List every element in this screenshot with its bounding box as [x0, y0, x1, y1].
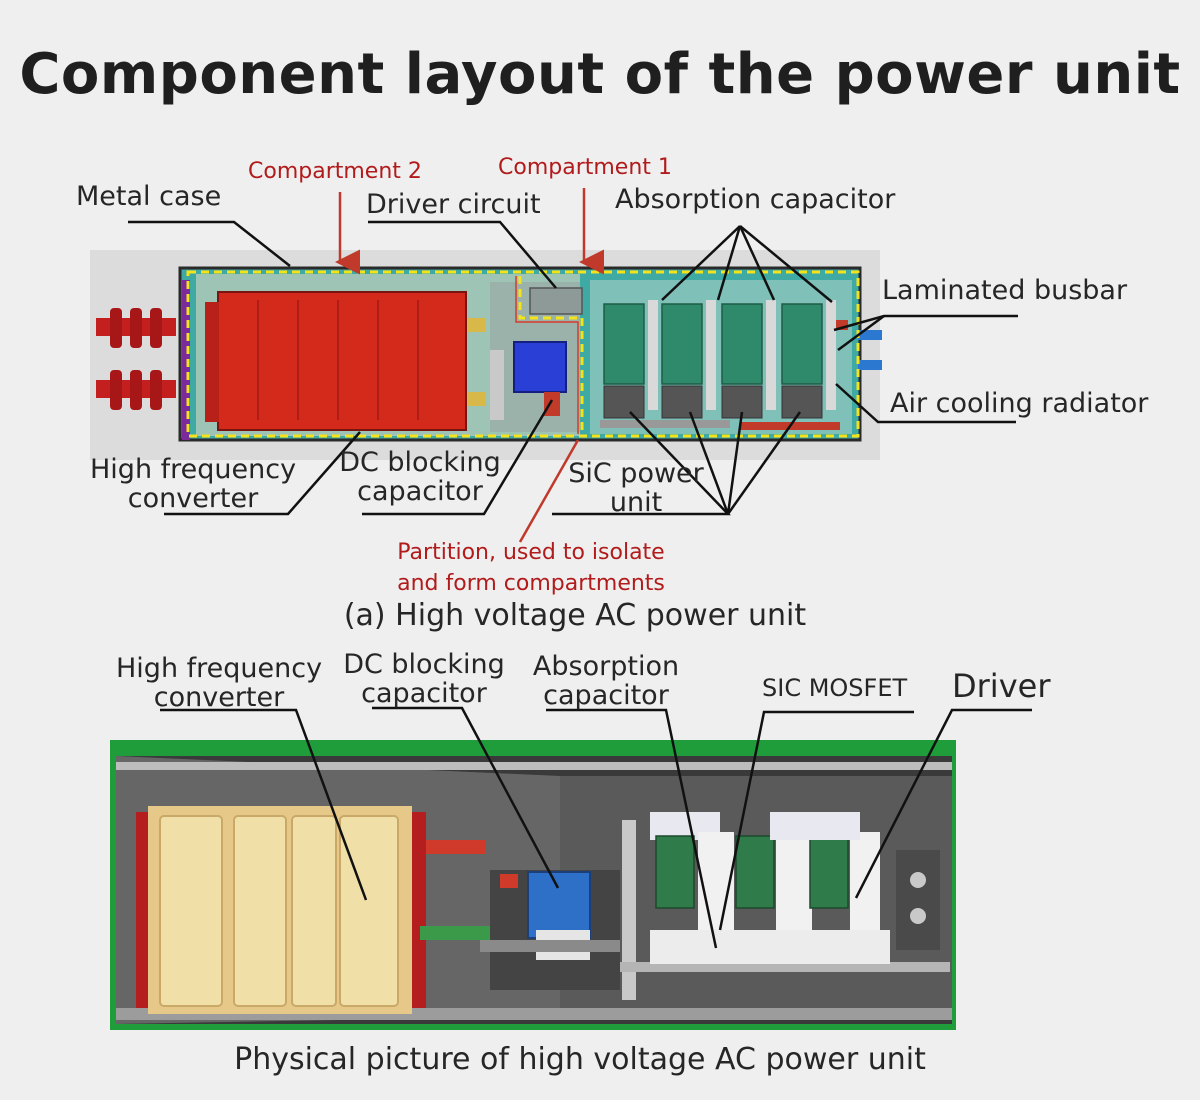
- label-partition: Partition, used to isolate and form comp…: [380, 537, 682, 599]
- leader-lines-b: [160, 706, 1032, 949]
- label-line: converter: [127, 483, 259, 514]
- photo-b: [110, 706, 1032, 1030]
- label-line: High frequency: [90, 454, 297, 485]
- diagram-a: [90, 188, 1018, 543]
- label-photo-high-frequency-converter: High frequency converter: [116, 654, 322, 712]
- label-photo-dc-blocking-capacitor: DC blocking capacitor: [342, 650, 506, 708]
- dc-blocking-capacitor-block: [513, 341, 567, 393]
- leader-lines-a: [128, 220, 1018, 516]
- label-compartment-2: Compartment 2: [248, 159, 422, 184]
- label-line: and form compartments: [397, 571, 665, 596]
- label-line: capacitor: [361, 678, 487, 709]
- label-line: High frequency: [116, 653, 323, 684]
- label-line: Partition, used to isolate: [397, 540, 665, 565]
- caption-a: (a) High voltage AC power unit: [343, 598, 807, 633]
- label-high-frequency-converter: High frequency converter: [90, 455, 296, 513]
- label-driver-circuit: Driver circuit: [366, 189, 541, 220]
- caption-b: Physical picture of high voltage AC powe…: [234, 1042, 926, 1077]
- photo-dc-capacitor: [527, 871, 591, 939]
- photo-sic-modules: [650, 812, 890, 964]
- right-connector: [858, 330, 882, 340]
- label-metal-case: Metal case: [76, 181, 222, 212]
- high-frequency-converter-block: [217, 291, 467, 431]
- label-laminated-busbar: Laminated busbar: [882, 275, 1128, 306]
- converter-side: [205, 302, 219, 422]
- partition-outline: [186, 270, 860, 438]
- red-arrows: [335, 188, 604, 543]
- label-line: converter: [153, 682, 285, 713]
- label-air-cooling-radiator: Air cooling radiator: [890, 388, 1149, 419]
- page-title: Component layout of the power unit: [19, 42, 1181, 107]
- label-photo-absorption-capacitor: Absorption capacitor: [528, 652, 684, 710]
- label-absorption-capacitor: Absorption capacitor: [615, 184, 896, 215]
- label-line: capacitor: [543, 680, 669, 711]
- driver-circuit-block: [529, 287, 583, 315]
- label-compartment-1: Compartment 1: [498, 155, 672, 180]
- insulator-bushings: [96, 308, 176, 410]
- label-line: SiC power: [568, 458, 704, 489]
- label-line: DC blocking: [339, 447, 501, 478]
- label-line: DC blocking: [343, 649, 505, 680]
- label-sic-power-unit: SiC power unit: [566, 459, 706, 517]
- case-end-plate: [182, 280, 190, 440]
- label-line: unit: [609, 487, 663, 518]
- partition-line: [518, 276, 584, 434]
- label-dc-blocking-capacitor: DC blocking capacitor: [338, 448, 502, 506]
- partition-red-line: [515, 276, 579, 434]
- label-photo-sic-mosfet: SIC MOSFET: [762, 674, 908, 702]
- label-photo-driver: Driver: [952, 667, 1051, 705]
- label-line: capacitor: [357, 476, 483, 507]
- label-line: Absorption: [532, 651, 680, 682]
